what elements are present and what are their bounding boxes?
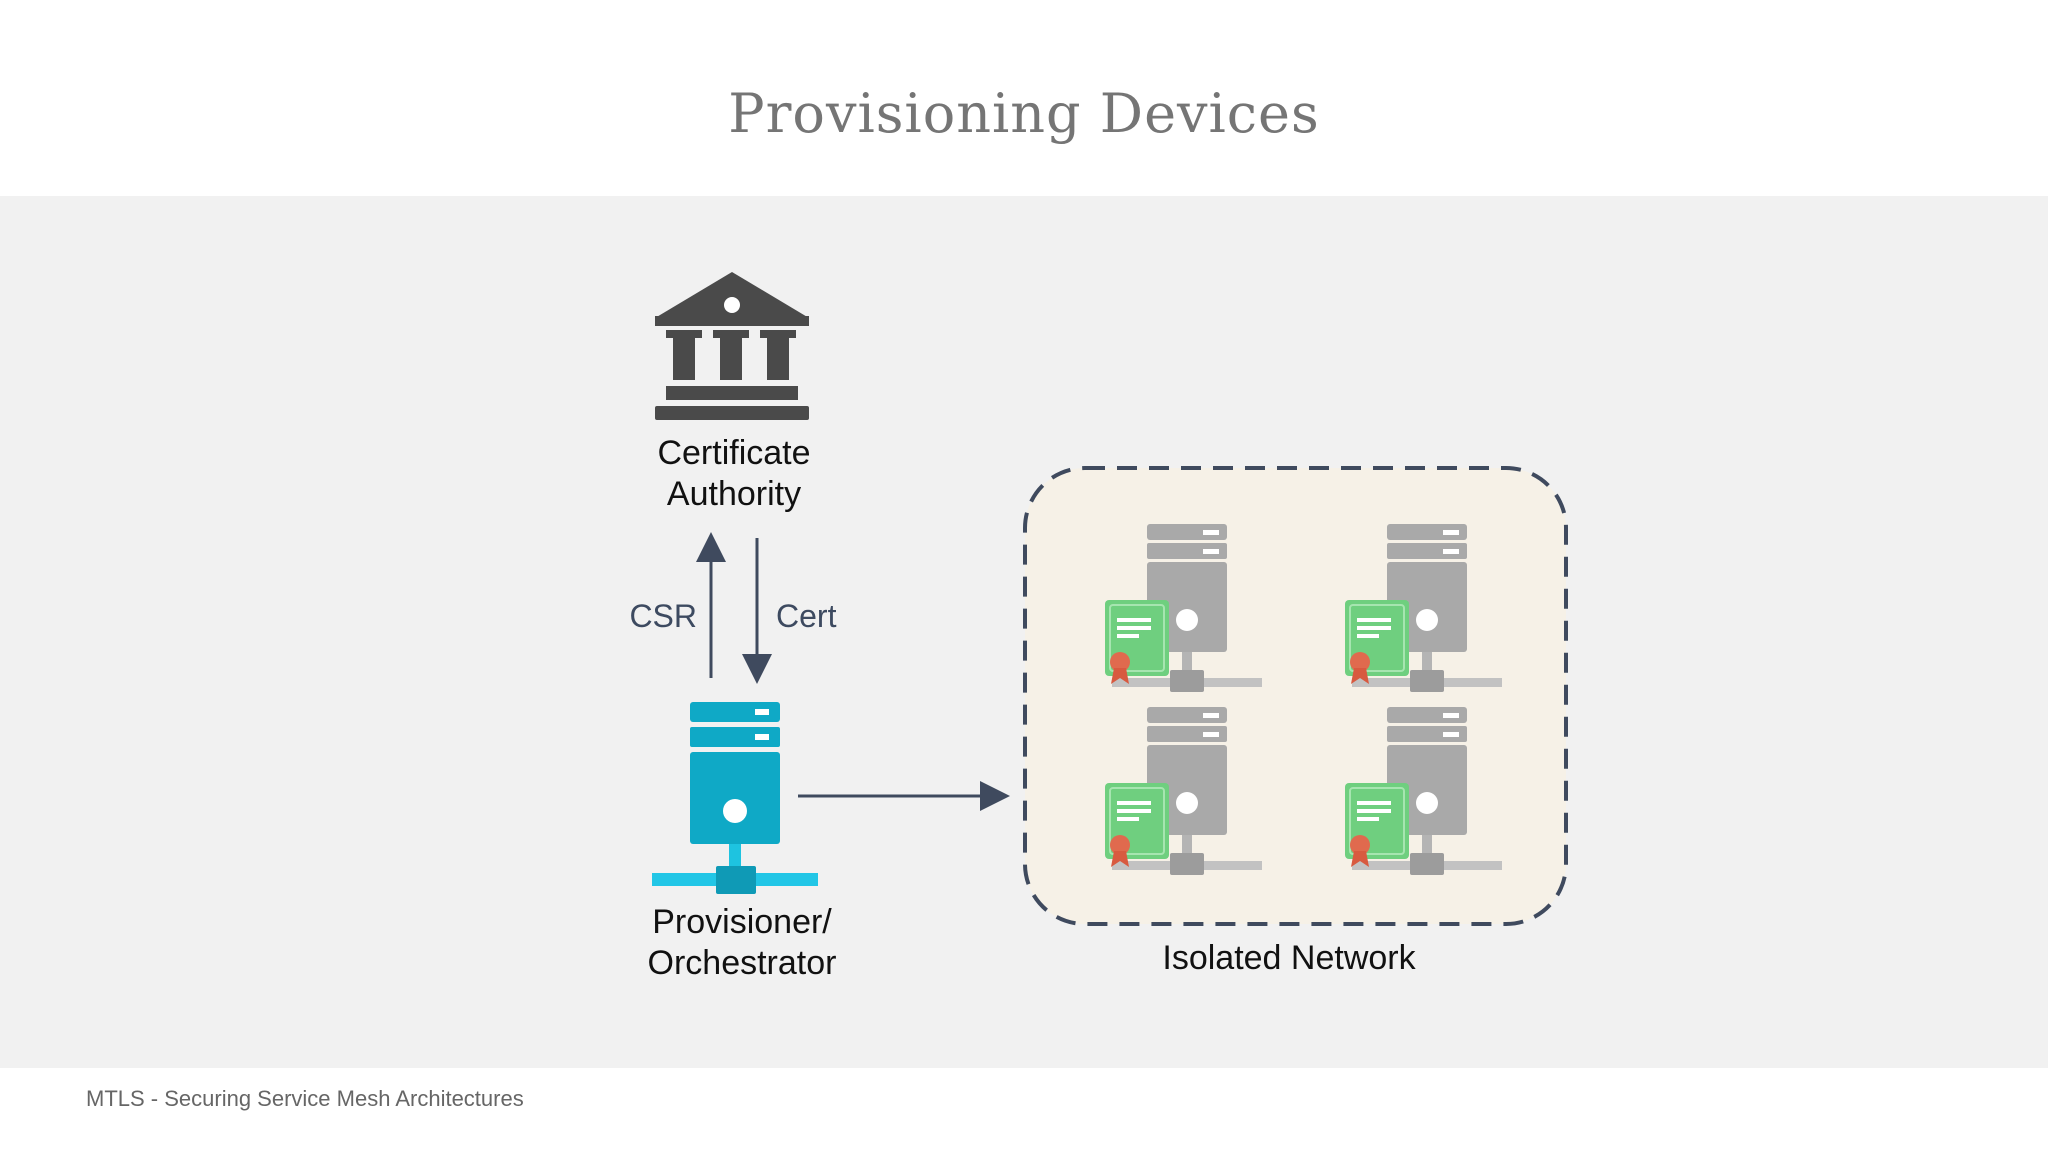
footer-text: MTLS - Securing Service Mesh Architectur…	[86, 1086, 524, 1111]
provisioner-label-line2: Orchestrator	[648, 944, 837, 982]
cert-label: Cert	[776, 598, 837, 634]
server-icon	[652, 702, 818, 894]
bank-icon	[655, 272, 809, 420]
title-band	[0, 0, 2048, 196]
provisioner-label-line1: Provisioner/	[652, 903, 832, 941]
ca-label-line1: Certificate	[657, 434, 810, 472]
diagram-area	[0, 196, 2048, 1068]
isolated-network-label: Isolated Network	[1162, 939, 1416, 977]
slide-title: Provisioning Devices	[728, 82, 1320, 145]
footer-band	[0, 1068, 2048, 1152]
ca-label-line2: Authority	[667, 475, 801, 513]
csr-label: CSR	[629, 598, 697, 634]
